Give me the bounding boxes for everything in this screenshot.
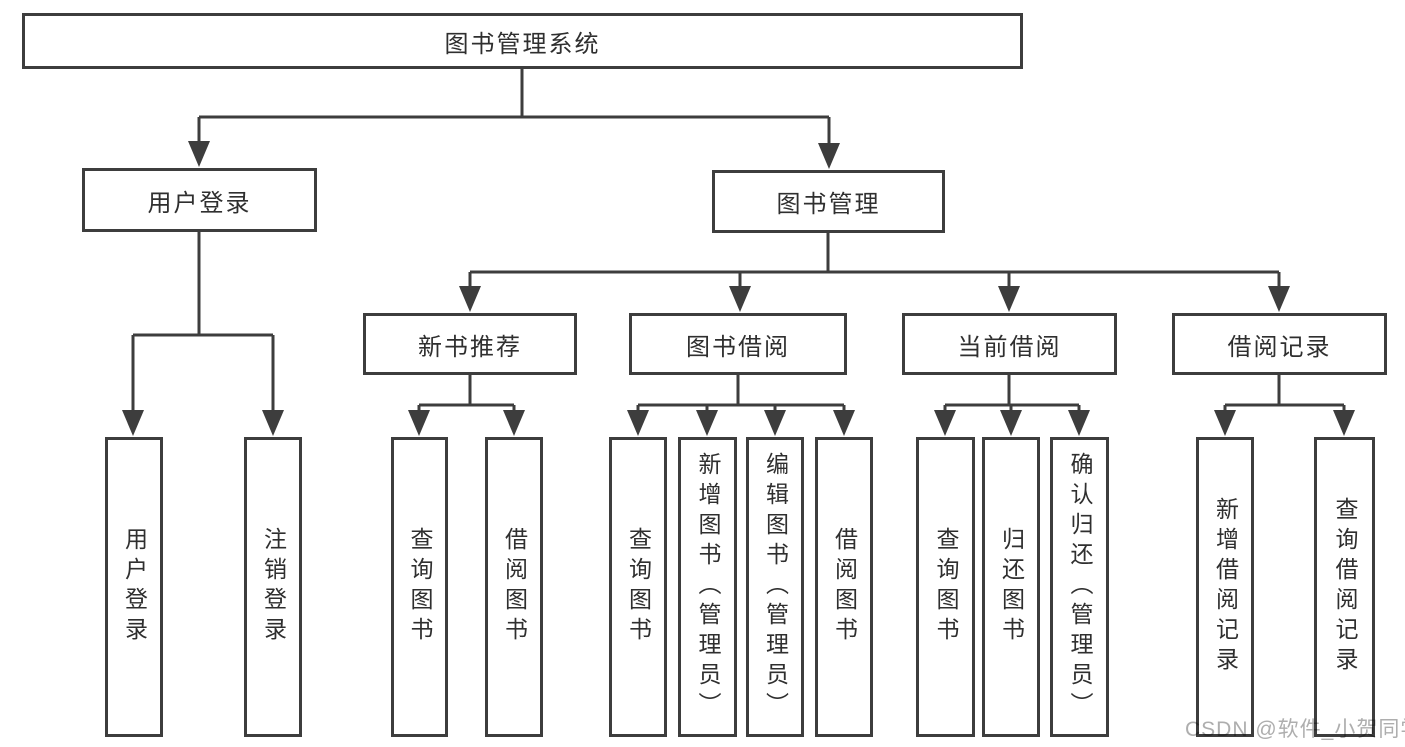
leaf-label: 确认归还（管理员）	[1067, 452, 1093, 722]
node-label: 当前借阅	[957, 333, 1062, 361]
leaf-borrow-books-borrowing: 借阅图书	[815, 437, 873, 737]
leaf-logout: 注销登录	[244, 437, 302, 737]
leaf-label: 归还图书	[998, 527, 1025, 647]
leaf-return-book: 归还图书	[982, 437, 1040, 737]
node-label: 图书管理	[776, 191, 881, 218]
csdn-watermark: CSDN @软件_小贺同学	[1185, 718, 1405, 741]
node-label: 借阅记录	[1227, 333, 1332, 361]
leaf-query-books-recommend: 查询图书	[391, 437, 448, 737]
leaf-borrow-books-recommend: 借阅图书	[485, 437, 543, 737]
leaf-label: 借阅图书	[831, 527, 858, 647]
leaf-edit-book-admin: 编辑图书（管理员）	[746, 437, 804, 737]
leaf-query-books-borrowing: 查询图书	[609, 437, 667, 737]
node-user-login: 用户登录	[82, 168, 317, 232]
node-current-borrowing: 当前借阅	[902, 313, 1117, 375]
leaf-label: 查询图书	[407, 527, 433, 647]
node-borrowing-records: 借阅记录	[1172, 313, 1387, 375]
leaf-label: 新增图书（管理员）	[695, 452, 721, 722]
leaf-label: 查询图书	[933, 527, 959, 647]
node-label: 用户登录	[147, 189, 252, 217]
leaf-query-books-current: 查询图书	[916, 437, 975, 737]
leaf-add-book-admin: 新增图书（管理员）	[678, 437, 737, 737]
node-new-book-recommend: 新书推荐	[363, 313, 577, 375]
leaf-add-borrow-record: 新增借阅记录	[1196, 437, 1254, 737]
leaf-label: 查询借阅记录	[1332, 497, 1358, 677]
node-label: 图书借阅	[686, 333, 790, 361]
leaf-query-borrow-record: 查询借阅记录	[1314, 437, 1375, 737]
node-label: 图书管理系统	[444, 30, 601, 58]
node-book-borrowing: 图书借阅	[629, 313, 847, 375]
leaf-user-login: 用户登录	[105, 437, 163, 737]
node-book-management: 图书管理	[712, 170, 945, 233]
leaf-label: 新增借阅记录	[1212, 497, 1239, 677]
leaf-confirm-return-admin: 确认归还（管理员）	[1050, 437, 1109, 737]
leaf-label: 注销登录	[260, 527, 287, 647]
node-label: 新书推荐	[418, 333, 522, 361]
leaf-label: 编辑图书（管理员）	[762, 452, 789, 722]
leaf-label: 用户登录	[121, 527, 148, 647]
node-library-system-root: 图书管理系统	[22, 13, 1023, 69]
leaf-label: 查询图书	[625, 527, 652, 647]
leaf-label: 借阅图书	[501, 527, 528, 647]
